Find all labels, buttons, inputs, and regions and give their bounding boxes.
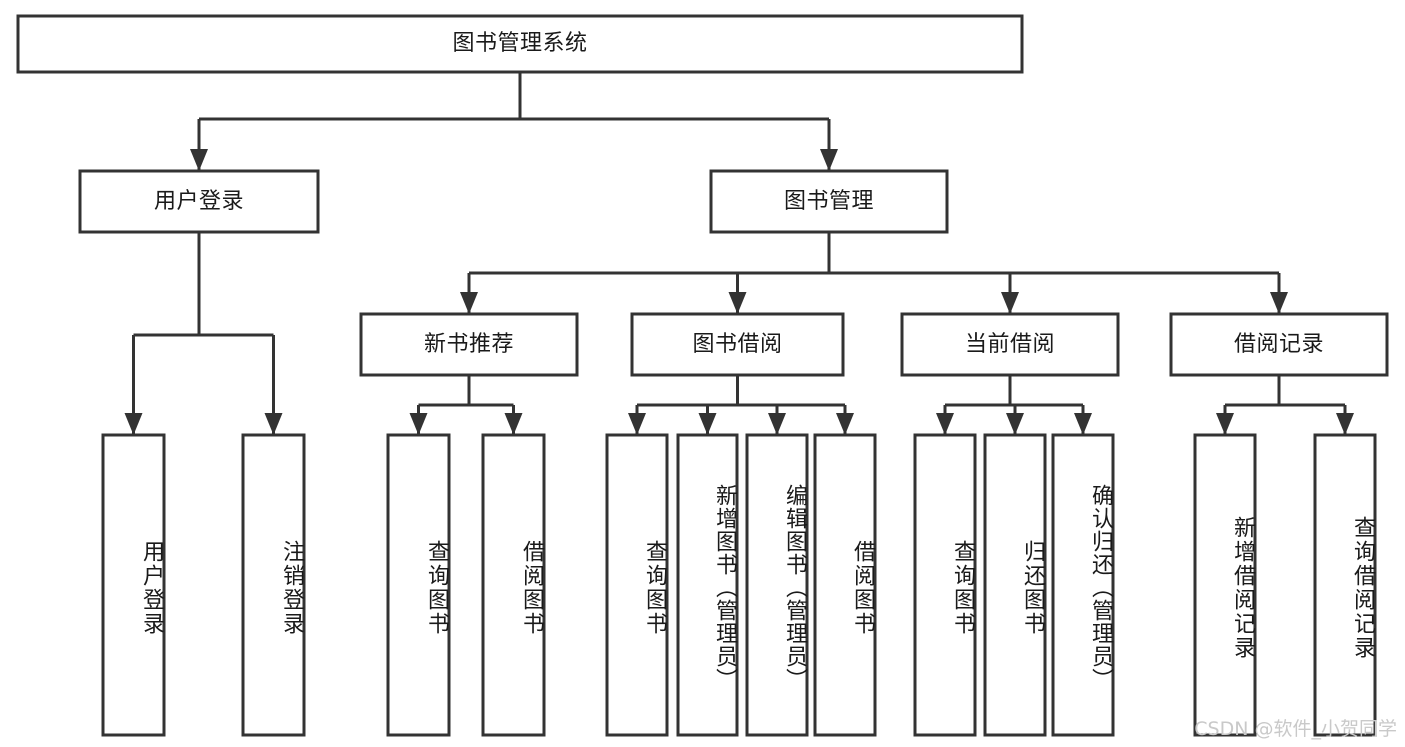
node-box-leaf-user-login[interactable] — [101, 433, 166, 737]
arrow-head-icon — [628, 413, 646, 435]
node-box-leaf-borrow-take[interactable] — [813, 433, 877, 737]
node-box-book-manage[interactable] — [709, 169, 949, 234]
node-box-leaf-user-logout[interactable] — [241, 433, 306, 737]
node-box-leaf-cur-query[interactable] — [913, 433, 977, 737]
arrow-head-icon — [264, 413, 283, 435]
arrow-head-icon — [1001, 292, 1019, 314]
node-box-current-borrow[interactable] — [900, 312, 1120, 377]
node-box-leaf-rec-search[interactable] — [1313, 433, 1377, 737]
arrow-head-icon — [409, 413, 428, 435]
node-box-leaf-rec-query[interactable] — [386, 433, 451, 737]
node-box-leaf-borrow-query[interactable] — [605, 433, 669, 737]
connectors-layer — [124, 72, 1354, 435]
arrow-head-icon — [504, 413, 523, 435]
node-box-leaf-cur-confirm[interactable] — [1051, 433, 1115, 737]
boxes-layer — [16, 14, 1389, 737]
node-box-leaf-rec-borrow[interactable] — [481, 433, 546, 737]
arrow-head-icon — [836, 413, 854, 435]
node-box-leaf-cur-return[interactable] — [983, 433, 1047, 737]
node-box-leaf-borrow-edit[interactable] — [745, 433, 809, 737]
arrow-head-icon — [460, 292, 478, 314]
arrow-head-icon — [1336, 413, 1354, 435]
node-box-leaf-rec-add[interactable] — [1193, 433, 1257, 737]
arrow-head-icon — [1006, 413, 1024, 435]
node-box-book-borrow[interactable] — [630, 312, 845, 377]
arrow-head-icon — [698, 413, 717, 435]
arrow-head-icon — [1270, 292, 1288, 314]
node-box-user-login[interactable] — [78, 169, 320, 234]
arrow-head-icon — [1216, 413, 1234, 435]
arrow-head-icon — [124, 413, 143, 435]
arrow-head-icon — [820, 149, 838, 171]
node-box-new-book-rec[interactable] — [359, 312, 579, 377]
node-box-leaf-borrow-add[interactable] — [676, 433, 739, 737]
arrow-head-icon — [936, 413, 954, 435]
arrow-head-icon — [190, 149, 208, 171]
node-box-root[interactable] — [16, 14, 1024, 74]
arrow-head-icon — [728, 292, 747, 314]
node-box-borrow-record[interactable] — [1169, 312, 1389, 377]
arrow-head-icon — [1074, 413, 1092, 435]
arrow-head-icon — [768, 413, 786, 435]
